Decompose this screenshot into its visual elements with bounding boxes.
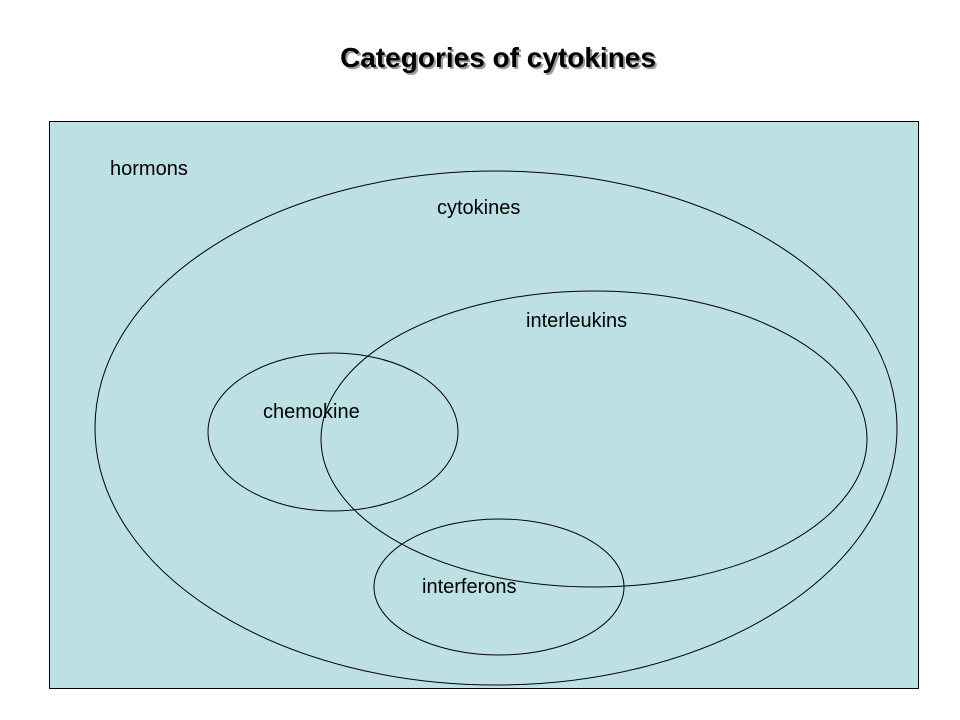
set-cytokines-ellipse <box>94 170 898 686</box>
set-interferons-ellipse <box>373 518 625 656</box>
diagram-canvas: hormons cytokines interleukins chemokine… <box>49 121 919 689</box>
set-label-cytokines: cytokines <box>437 197 520 219</box>
set-label-interleukins: interleukins <box>526 310 627 332</box>
set-label-interferons: interferons <box>422 576 517 598</box>
set-label-chemokine: chemokine <box>263 401 360 423</box>
set-interleukins-ellipse <box>320 290 868 588</box>
set-hormons-region <box>49 121 919 689</box>
set-chemokine-ellipse <box>207 352 459 512</box>
venn-diagram: hormons cytokines interleukins chemokine… <box>49 121 919 689</box>
page-title: Categories of cytokines <box>340 42 656 73</box>
set-label-hormons: hormons <box>110 158 188 180</box>
